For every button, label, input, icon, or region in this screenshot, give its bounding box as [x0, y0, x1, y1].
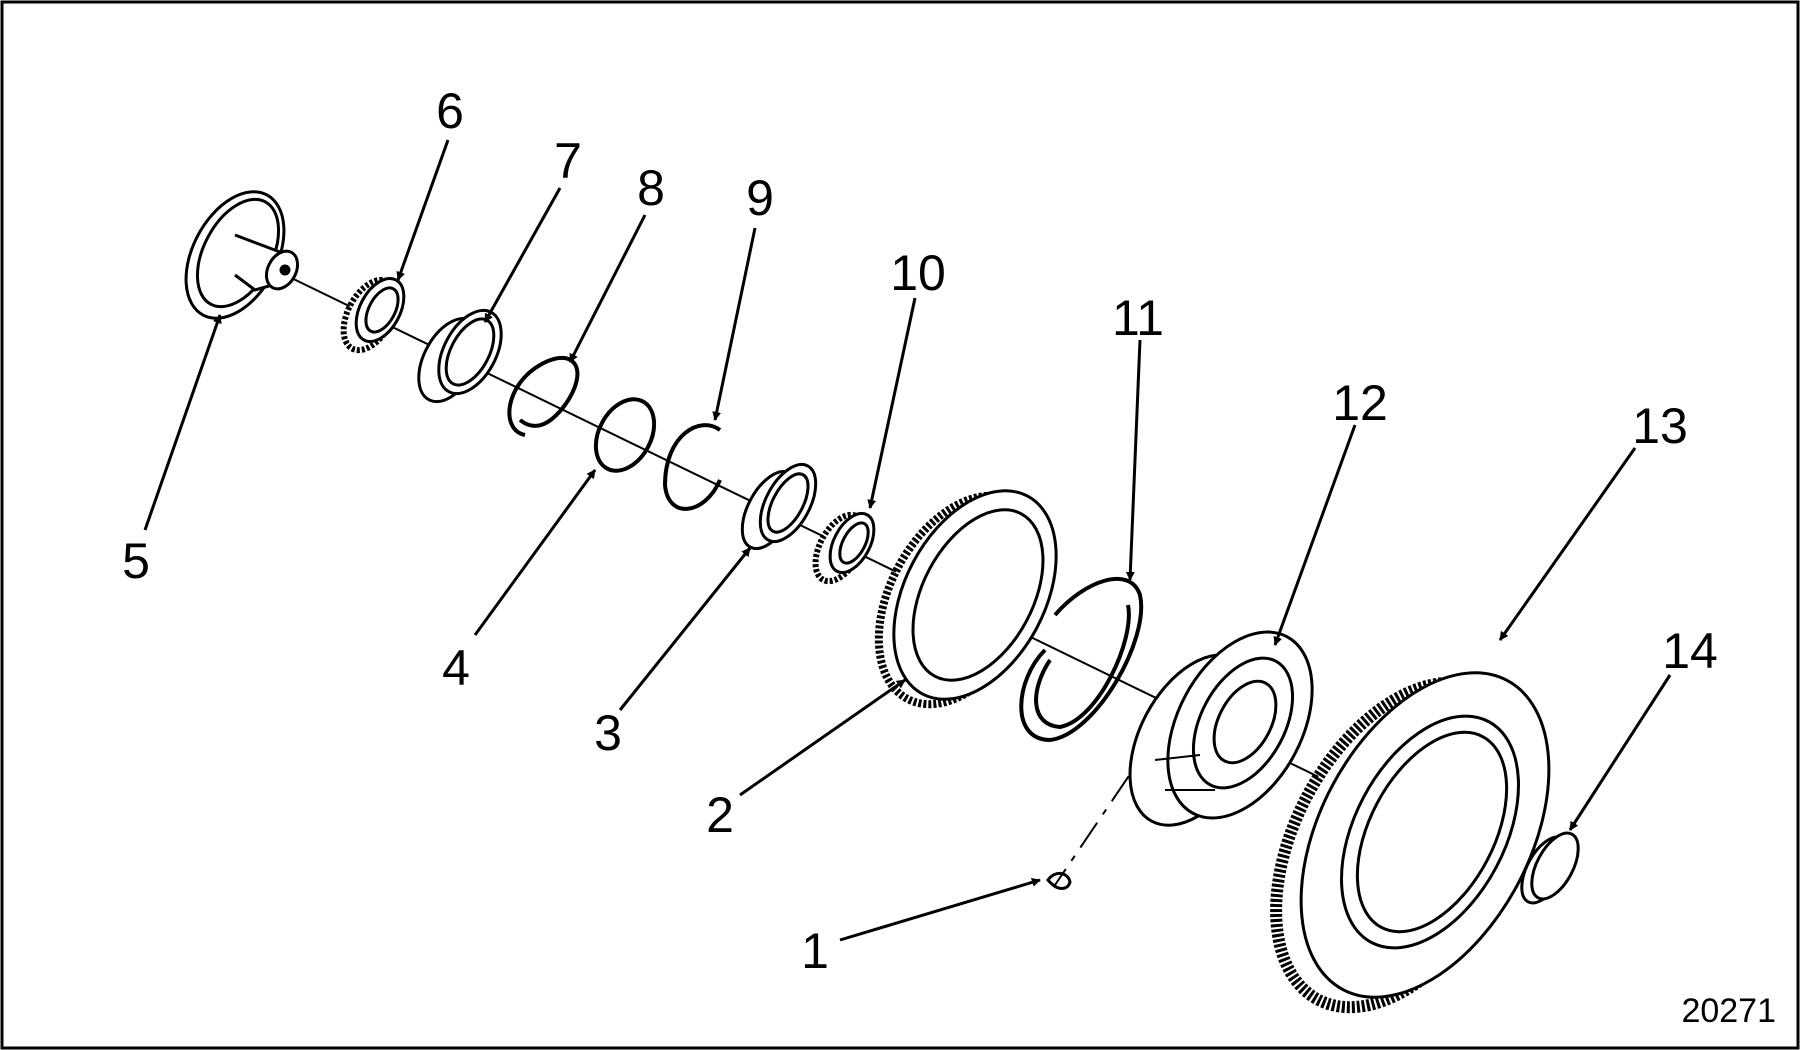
figure-number: 20271	[1681, 992, 1776, 1030]
ring-gear-2-part	[874, 489, 1058, 709]
leader-1	[839, 878, 1041, 942]
hub-flange-part	[184, 190, 300, 320]
callout-14: 14	[1662, 623, 1718, 679]
leader-9	[712, 227, 757, 421]
callout-10: 10	[890, 245, 946, 301]
snap-ring-8-part	[507, 355, 580, 437]
leader-arrows	[143, 139, 1672, 942]
callout-13: 13	[1632, 398, 1688, 454]
leader-5	[143, 314, 222, 531]
nut-14-part	[1520, 831, 1580, 905]
bearing-cup-3-part	[740, 463, 818, 550]
leader-4	[473, 469, 597, 636]
leader-10	[867, 297, 917, 509]
leader-11	[1125, 339, 1142, 581]
key-1-part	[1046, 872, 1072, 890]
snap-ring-9-part	[662, 423, 722, 511]
callout-12: 12	[1332, 375, 1388, 431]
callout-11: 11	[1112, 290, 1164, 346]
callout-8: 8	[637, 160, 665, 216]
leader-8	[568, 214, 647, 363]
callout-9: 9	[746, 170, 774, 226]
callout-2: 2	[706, 787, 734, 843]
key-centerline	[1054, 729, 1161, 886]
callout-6: 6	[436, 83, 464, 139]
callout-labels: 1 2 3 4 5 6 7 8 9 10 11 12 13 14	[122, 83, 1718, 979]
carrier-hub-12-part	[1128, 630, 1314, 827]
callout-1: 1	[801, 923, 829, 979]
callout-7: 7	[554, 133, 582, 189]
leader-6	[396, 139, 450, 281]
snap-ring-11-part	[1019, 577, 1144, 743]
leader-3	[618, 547, 752, 711]
bearing-cup-7-part	[417, 308, 503, 404]
callout-5: 5	[122, 533, 150, 589]
leader-7	[483, 187, 562, 323]
callout-3: 3	[594, 705, 622, 761]
bearing-cone-10-part	[812, 511, 876, 585]
snap-ring-4-part	[593, 397, 657, 473]
leader-13	[1498, 447, 1637, 641]
leader-12	[1273, 424, 1357, 646]
flywheel-13-part	[1270, 671, 1551, 1014]
leader-2	[739, 678, 906, 797]
bearing-cone-6-part	[340, 276, 406, 354]
leader-14	[1568, 674, 1672, 831]
callout-4: 4	[442, 640, 470, 696]
